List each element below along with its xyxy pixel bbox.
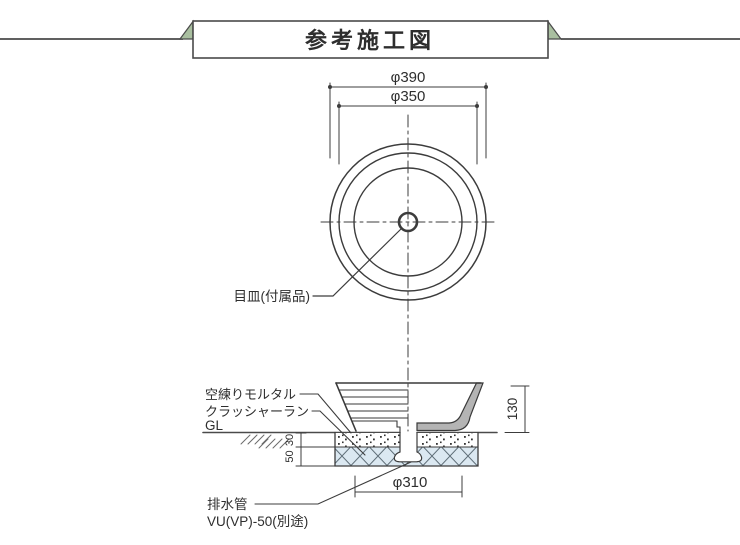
basin-plan-circles <box>329 143 487 301</box>
ground-hatch <box>240 434 290 449</box>
basin-bottom-recess <box>352 420 401 433</box>
mortar-leader-line <box>299 393 352 434</box>
dim-phi390-label: φ390 <box>391 69 426 86</box>
dim-50-label: 50 <box>284 450 296 462</box>
dim-phi350-label: φ350 <box>391 88 426 105</box>
strainer-circle <box>397 211 419 233</box>
section-view: 30 50 130 φ310 空練りモルタル クラッシャーラン GL <box>202 382 530 529</box>
title-banner: 参考施工図 <box>0 19 740 59</box>
dim-layer-depths: 30 50 <box>284 432 336 467</box>
drain-pipe-leader-line <box>254 461 412 505</box>
dim-phi310: φ310 <box>354 474 463 498</box>
banner-fold-left <box>178 19 194 40</box>
banner-fold-right <box>547 19 563 40</box>
dim-phi390: φ390 <box>328 69 488 159</box>
dim-phi350: φ350 <box>337 88 479 165</box>
drain-pipe-label-group: 排水管 VU(VP)-50(別途) <box>207 461 412 529</box>
strainer-label: 目皿(付属品) <box>234 289 311 304</box>
crusher-leader-line <box>311 410 366 456</box>
banner-box <box>192 20 549 59</box>
basin-section-wall <box>416 382 484 432</box>
drain-pipe-spec-label: VU(VP)-50(別途) <box>207 513 308 529</box>
page-title: 参考施工図 <box>305 28 435 53</box>
top-view: φ390 φ350 目皿(付属品) <box>234 69 496 432</box>
drain-pipe <box>393 432 423 463</box>
dim-130-label: 130 <box>505 398 520 421</box>
dim-30-label: 30 <box>284 434 296 446</box>
basin-elevation <box>335 382 482 433</box>
mortar-label: 空練りモルタル <box>205 387 296 402</box>
dim-phi310-label: φ310 <box>393 474 428 491</box>
drain-pipe-label: 排水管 <box>207 497 248 512</box>
ground-level-label: GL <box>205 418 224 433</box>
dim-height-130: 130 <box>504 385 530 433</box>
material-labels: 空練りモルタル クラッシャーラン GL <box>205 387 366 456</box>
crusher-label: クラッシャーラン <box>205 404 309 419</box>
bedding-box-outline <box>334 431 479 467</box>
strainer-leader-line <box>312 227 403 297</box>
